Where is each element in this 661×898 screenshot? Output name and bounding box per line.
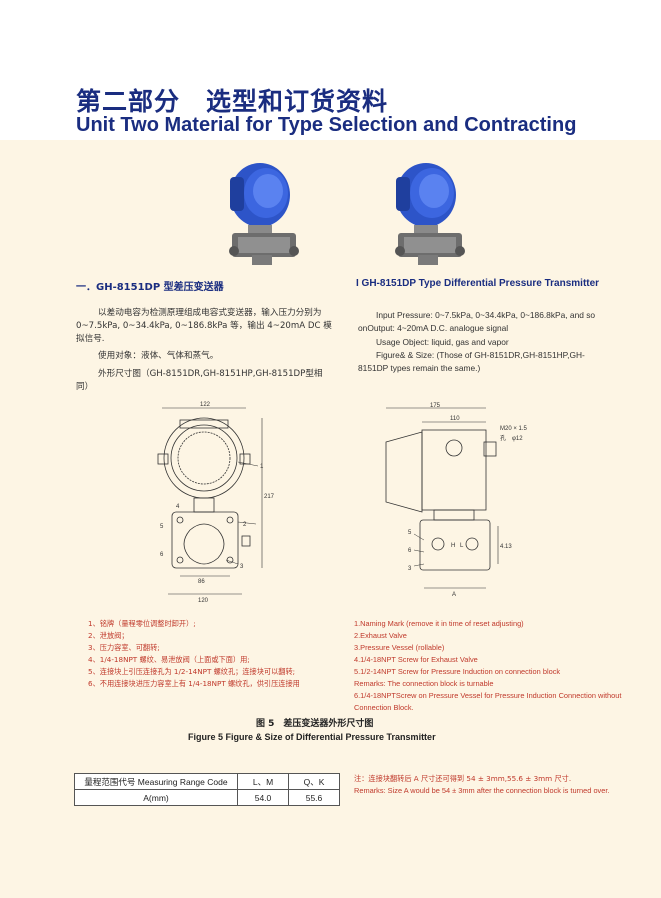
dim-hole: 孔 φ12 <box>500 434 523 442</box>
callout-6: 6 <box>160 552 164 558</box>
table-cell: 55.6 <box>288 789 340 806</box>
note-zh-2: 2、泄放阀； <box>88 631 129 640</box>
dim-122: 122 <box>200 402 211 408</box>
measuring-range-table: 量程范围代号 Measuring Range Code L、M Q、K A(mm… <box>74 773 340 806</box>
side-dimension-drawing: 175 110 M20 × 1.5 孔 φ12 H L 4.13 A 5 6 3 <box>385 403 528 598</box>
page-title-zh: 第二部分 选型和订货资料 <box>76 87 389 116</box>
table-cell: A(mm) <box>74 789 238 806</box>
note-en-4: 4.1/4-18NPT Screw for Exhaust Valve <box>354 655 478 664</box>
table-header-row: 量程范围代号 Measuring Range Code L、M Q、K <box>74 773 340 790</box>
dim-110: 110 <box>450 416 460 422</box>
section-heading-en: I GH-8151DP Type Differential Pressure T… <box>356 278 600 289</box>
note-en-1: 1.Naming Mark (remove it in time of rese… <box>354 619 524 628</box>
dim-86: 86 <box>198 579 205 585</box>
dim-175: 175 <box>430 403 441 409</box>
background-band <box>0 140 661 898</box>
callout-r3: 3 <box>408 566 412 572</box>
front-dimension-drawing: 122 217 86 120 1 2 3 4 5 6 <box>157 402 275 604</box>
notes-list-en: 1.Naming Mark (remove it in time of rese… <box>354 618 644 714</box>
table-cell: 54.0 <box>237 789 289 806</box>
figure-size-zh: 外形尺寸图（GH-8151DR,GH-8151HP,GH-8151DP型相同） <box>76 369 323 392</box>
note-en-2: 2.Exhaust Valve <box>354 631 407 640</box>
dim-a: A <box>452 592 456 598</box>
usage-zh: 使用对象：液体、气体和蒸气。 <box>98 351 219 361</box>
note-zh-6: 6、不用连接块进压力容室上有 1/4-18NPT 螺纹孔，供引压连接用 <box>88 679 300 688</box>
notes-list-zh: 1、铭牌（量程零位调整时卸开）; 2、泄放阀； 3、压力容室、可翻转; 4、1/… <box>88 618 300 690</box>
note-en-6: 6.1/4-18NPTScrew on Pressure Vessel for … <box>354 691 622 712</box>
figure-caption-en: Figure 5 Figure & Size of Differential P… <box>188 732 436 742</box>
callout-1: 1 <box>260 464 264 470</box>
figure-size-en: Figure& & Size: (Those of GH-8151DR,GH-8… <box>358 350 585 373</box>
transmitter-photo-left <box>229 163 299 265</box>
table-header-cell: Q、K <box>288 773 340 790</box>
callout-r6: 6 <box>408 548 412 554</box>
dim-413: 4.13 <box>500 544 512 550</box>
intro-paragraph-en: Input Pressure: 0~7.5kPa, 0~34.4kPa, 0~1… <box>358 310 596 333</box>
table-header-cell: L、M <box>237 773 289 790</box>
label-h: H <box>451 543 455 549</box>
callout-2: 2 <box>243 522 247 528</box>
table-row: A(mm) 54.0 55.6 <box>74 789 340 806</box>
note-en-remarks: Remarks: The connection block is turnabl… <box>354 679 494 688</box>
figure-caption-zh: 图 5 差压变送器外形尺寸图 <box>256 719 374 729</box>
dim-m20: M20 × 1.5 <box>500 426 528 432</box>
page-title-en: Unit Two Material for Type Selection and… <box>76 114 577 136</box>
remark-en: Remarks: Size A would be 54 ± 3mm after … <box>354 786 610 795</box>
callout-3: 3 <box>240 564 244 570</box>
section-heading-zh: 一．GH-8151DP 型差压变送器 <box>76 282 224 293</box>
table-header-cell: 量程范围代号 Measuring Range Code <box>74 773 238 790</box>
callout-r5: 5 <box>408 530 412 536</box>
remark-zh: 注：连接块翻转后 A 尺寸还可得到 54 ± 3mm,55.6 ± 3mm 尺寸… <box>354 774 572 783</box>
callout-5: 5 <box>160 524 164 530</box>
usage-en: Usage Object: liquid, gas and vapor <box>376 337 509 347</box>
note-zh-3: 3、压力容室、可翻转; <box>88 643 160 652</box>
intro-paragraph-zh: 以差动电容为检测原理组成电容式变送器，输入压力分别为 0~7.5kPa, 0~3… <box>76 308 332 344</box>
dim-217: 217 <box>264 494 275 500</box>
note-en-5: 5.1/2-14NPT Screw for Pressure Induction… <box>354 667 561 676</box>
note-en-3: 3.Pressure Vessel (rollable) <box>354 643 445 652</box>
note-zh-4: 4、1/4-18NPT 螺纹、易泄放阀（上面或下面）用; <box>88 655 250 664</box>
note-zh-1: 1、铭牌（量程零位调整时卸开）; <box>88 619 196 628</box>
dim-120: 120 <box>198 598 209 604</box>
callout-4: 4 <box>176 504 180 510</box>
note-zh-5: 5、连接块上引压连接孔为 1/2-14NPT 螺纹孔；连接块可以翻转; <box>88 667 296 676</box>
label-l: L <box>460 543 464 549</box>
transmitter-photo-right <box>395 163 465 265</box>
